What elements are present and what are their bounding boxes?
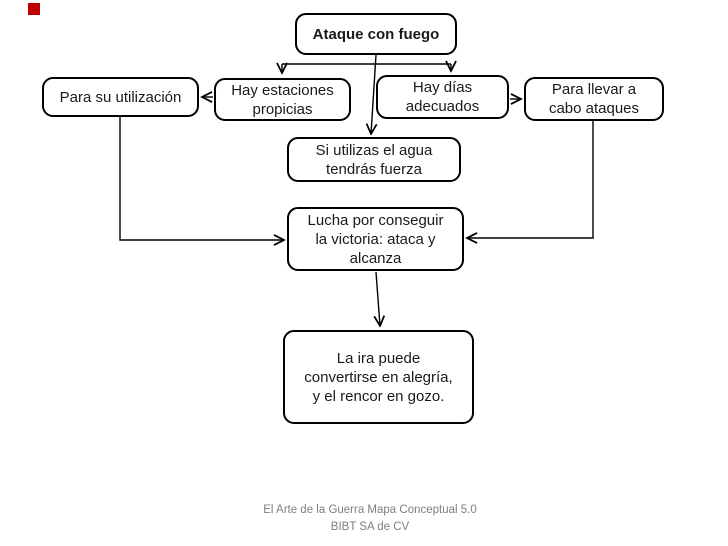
node-text: la victoria: ataca y: [315, 230, 436, 248]
footer-company: BIBT SA de CV: [330, 521, 410, 533]
node-hay-estaciones-propicias: Hay estaciones propicias: [214, 78, 351, 121]
node-hay-dias-adecuados: Hay días adecuados: [376, 75, 509, 119]
node-text: alcanza: [349, 249, 402, 267]
connector-lucha-to-ira: [376, 271, 380, 326]
node-lucha-por-la-victoria: Lucha por conseguir la victoria: ataca y…: [287, 207, 464, 271]
connector-uso-to-lucha: [119, 117, 284, 240]
node-la-ira-en-alegria: La ira puede convertirse en alegría, y e…: [283, 330, 474, 424]
node-para-llevar-a-cabo-ataques: Para llevar a cabo ataques: [524, 77, 664, 121]
node-text: Para su utilización: [59, 88, 182, 106]
node-text: cabo ataques: [548, 100, 640, 117]
red-corner-marker: [28, 3, 40, 15]
footer-title: El Arte de la Guerra Mapa Conceptual 5.0: [263, 504, 477, 516]
node-text: Hay estaciones: [231, 81, 334, 99]
node-ataque-con-fuego: Ataque con fuego: [295, 13, 457, 55]
node-text: Hay días: [412, 79, 473, 96]
node-text: adecuados: [405, 98, 480, 115]
node-text: y el rencor en gozo.: [312, 387, 445, 405]
node-text: tendrás fuerza: [326, 160, 422, 178]
node-text: La ira puede: [336, 349, 421, 367]
slide-footer: El Arte de la Guerra Mapa Conceptual 5.0…: [164, 502, 576, 536]
node-text: Ataque con fuego: [312, 25, 440, 43]
node-text: propicias: [252, 100, 313, 118]
node-text: convertirse en alegría,: [304, 368, 453, 386]
node-text: Para llevar a: [551, 81, 637, 98]
node-text: Si utilizas el agua: [315, 141, 433, 159]
node-text: Lucha por conseguir: [307, 211, 444, 229]
connector-ataques-to-lucha: [467, 121, 594, 238]
node-para-su-utilizacion: Para su utilización: [42, 77, 199, 117]
connector-root-to-agua: [371, 54, 376, 134]
node-si-utilizas-el-agua: Si utilizas el agua tendrás fuerza: [287, 137, 461, 182]
